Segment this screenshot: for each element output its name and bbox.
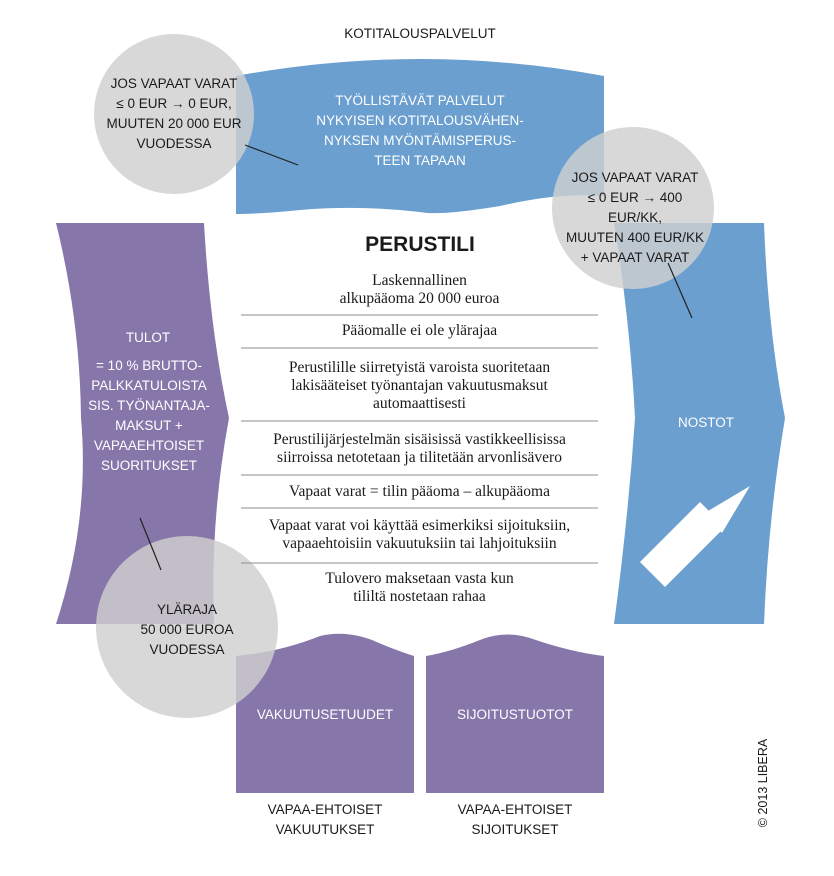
center-item-4: Perustilijärjestelmän sisäisissä vastikk… [273, 431, 566, 466]
top-label: KOTITALOUSPALVELUT [344, 26, 496, 41]
center-item-6: Vapaat varat voi käyttää esimerkiksi sij… [268, 517, 571, 552]
center-item-1: Laskennallinen alkupääoma 20 000 euroa [339, 272, 500, 307]
center-item-7: Tulovero maksetaan vasta kun tililtä nos… [325, 570, 514, 605]
bottom-right-label: VAPAA-EHTOISET SIJOITUKSET [457, 802, 573, 837]
right-box-shape [614, 223, 785, 624]
circle-top-right-text: JOS VAPAAT VARAT ≤ 0 EUR → 400 EUR/KK, M… [565, 170, 705, 265]
circle-top-left-text: JOS VAPAAT VARAT ≤ 0 EUR → 0 EUR, MUUTEN… [106, 76, 242, 151]
connector-top-right [667, 262, 693, 319]
circle-top-left-shape [94, 34, 254, 194]
top-box-shape [236, 59, 604, 214]
left-box-heading: TULOT [125, 330, 171, 345]
circle-top-right-shape [552, 127, 714, 289]
connector-top-left [244, 144, 299, 166]
bottom-right-box-shape [426, 634, 604, 793]
center-title: PERUSTILI [365, 233, 475, 256]
circle-bottom-left-shape [96, 536, 278, 718]
top-box-text: TYÖLLISTÄVÄT PALVELUT NYKYISEN KOTITALOU… [316, 93, 524, 168]
connector-bottom-left [139, 517, 162, 571]
tulovero-arrow-body [640, 502, 725, 587]
bottom-right-box-text: SIJOITUSTUOTOT [456, 707, 573, 722]
left-box-body: = 10 % BRUTTO- PALKKATULOISTA SIS. TYÖNA… [88, 358, 210, 473]
center-item-3: Perustilille siirretyistä varoista suori… [288, 359, 551, 412]
bottom-left-label: VAPAA-EHTOISET VAKUUTUKSET [267, 802, 383, 837]
right-box-heading: NOSTOT [677, 415, 734, 430]
bottom-left-box-shape [236, 633, 414, 793]
copyright: © 2013 LIBERA [756, 738, 770, 828]
center-item-2: Pääomalle ei ole ylärajaa [341, 322, 498, 339]
circle-bottom-left-text: YLÄRAJA 50 000 EUROA VUODESSA [140, 602, 234, 657]
left-box-shape [56, 223, 229, 624]
center-item-5: Vapaat varat = tilin pääoma – alkupääoma [289, 483, 550, 500]
bottom-left-box-text: VAKUUTUSETUUDET [256, 707, 394, 722]
